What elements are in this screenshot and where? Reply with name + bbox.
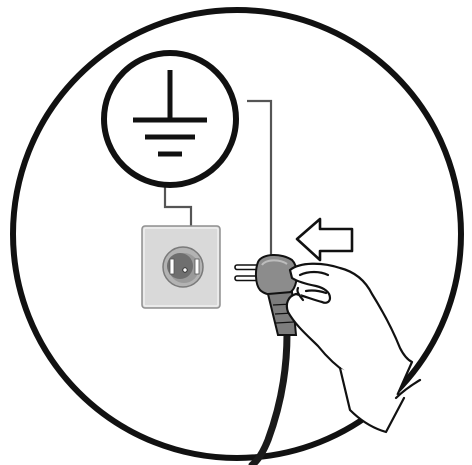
wall-socket-icon (142, 226, 220, 308)
ground-symbol-icon (104, 53, 236, 185)
